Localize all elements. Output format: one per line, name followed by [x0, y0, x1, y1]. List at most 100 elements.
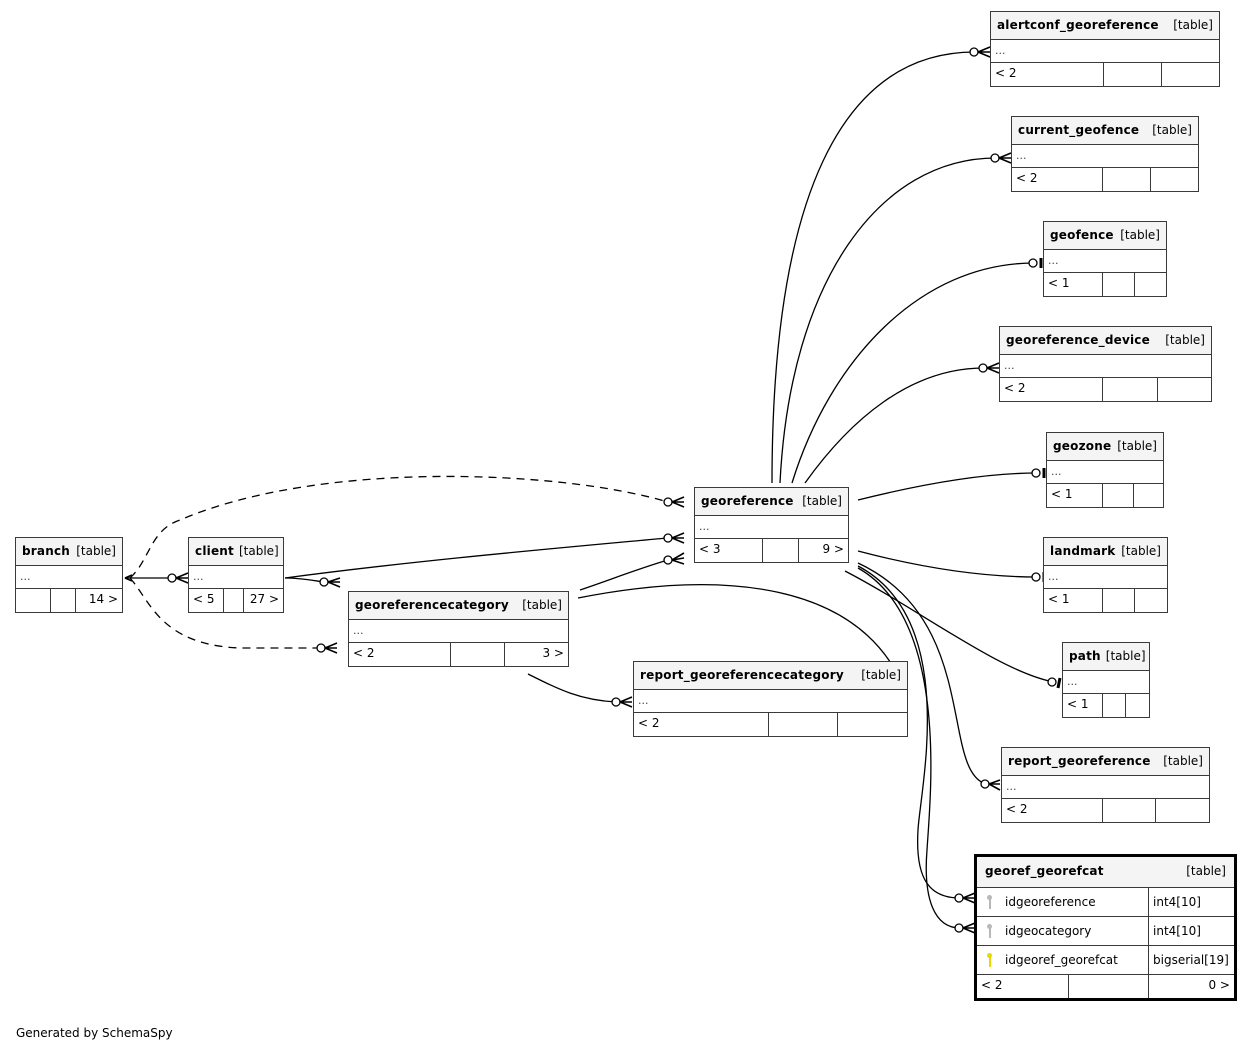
foreign-key-icon — [985, 894, 995, 910]
column-row[interactable]: idgeoref_georefcat bigserial[19] — [977, 946, 1234, 975]
zero-marker — [167, 573, 177, 583]
table-header: geofence[table] — [1044, 222, 1166, 250]
zero-marker — [1031, 572, 1041, 582]
table-name[interactable]: landmark — [1050, 544, 1116, 558]
parents-count[interactable]: < 3 — [695, 539, 763, 562]
table-landmark[interactable]: landmark[table] ... < 1 — [1043, 537, 1168, 613]
parents-count[interactable]: < 2 — [1012, 168, 1103, 191]
footer-mid — [1103, 484, 1134, 507]
column-name: idgeoreference — [1005, 895, 1096, 909]
table-name[interactable]: georef_georefcat — [985, 864, 1104, 878]
children-count[interactable]: 27 > — [249, 592, 279, 606]
parents-count[interactable] — [16, 589, 51, 612]
children-count[interactable]: 9 > — [822, 542, 844, 556]
parents-count[interactable]: < 2 — [1000, 378, 1103, 401]
edge-georeference-alertconf_georeference — [771, 51, 976, 484]
children-count[interactable]: 3 > — [542, 646, 564, 660]
table-report_georeference[interactable]: report_georeference[table] ... < 2 — [1001, 747, 1210, 823]
parents-count[interactable]: < 5 — [189, 589, 224, 612]
many-marker — [671, 552, 685, 565]
table-georeference_device[interactable]: georeference_device[table] ... < 2 — [999, 326, 1212, 402]
table-georef_georefcat[interactable]: georef_georefcat[table] idgeoreference i… — [974, 854, 1237, 1001]
table-name[interactable]: client — [195, 544, 234, 558]
children-count[interactable] — [1135, 589, 1167, 612]
children-count[interactable] — [838, 713, 907, 736]
arrow-marker — [124, 574, 133, 582]
table-type: [table] — [1117, 439, 1157, 453]
table-name[interactable]: branch — [22, 544, 71, 558]
parents-count[interactable]: < 2 — [634, 713, 769, 736]
children-count[interactable] — [1135, 273, 1166, 296]
table-type: [table] — [1173, 18, 1213, 32]
zero-marker — [954, 893, 964, 903]
table-footer: 14 > — [16, 589, 122, 612]
parents-count[interactable]: < 2 — [349, 643, 451, 666]
table-current_geofence[interactable]: current_geofence[table] ... < 2 — [1011, 116, 1199, 192]
edge-client-georeference — [284, 537, 668, 579]
edge-georeference-geozone — [857, 472, 1038, 501]
parents-count[interactable]: < 2 — [1002, 799, 1103, 822]
edge-georeferencecategory-georef-1 — [577, 584, 906, 691]
table-name[interactable]: geofence — [1050, 228, 1114, 242]
many-marker — [327, 577, 341, 588]
parents-count[interactable]: < 1 — [1047, 484, 1103, 507]
footer-mid — [224, 589, 244, 612]
children-count[interactable] — [1151, 168, 1198, 191]
parents-count[interactable]: < 2 — [991, 63, 1104, 86]
table-footer: < 2 0 > — [977, 975, 1234, 998]
zero-marker — [316, 643, 326, 653]
columns-placeholder: ... — [189, 566, 283, 589]
table-header: path[table] — [1063, 643, 1149, 671]
table-name[interactable]: alertconf_georeference — [997, 18, 1159, 32]
table-type: [table] — [802, 494, 842, 508]
children-count[interactable] — [1158, 378, 1211, 401]
column-row[interactable]: idgeocategory int4[10] — [977, 917, 1234, 946]
zero-marker — [319, 577, 329, 587]
column-name: idgeocategory — [1005, 924, 1092, 938]
table-name[interactable]: georeferencecategory — [355, 598, 509, 612]
zero-marker — [1031, 468, 1041, 478]
table-geofence[interactable]: geofence[table] ... < 1 — [1043, 221, 1167, 297]
footer-mid — [1103, 273, 1135, 296]
table-branch[interactable]: branch[table] ... 14 > — [15, 537, 123, 613]
children-count[interactable] — [1156, 799, 1209, 822]
table-name[interactable]: report_georeferencecategory — [640, 668, 844, 682]
table-geozone[interactable]: geozone[table] ... < 1 — [1046, 432, 1164, 508]
parents-count[interactable]: < 1 — [1044, 589, 1103, 612]
columns-placeholder: ... — [1012, 145, 1198, 168]
table-type: [table] — [1165, 333, 1205, 347]
table-header: alertconf_georeference [table] — [991, 12, 1219, 40]
children-count[interactable] — [1134, 484, 1163, 507]
children-count[interactable] — [1162, 63, 1219, 86]
table-name[interactable]: report_georeference — [1008, 754, 1151, 768]
edge-georeference-report_georeference — [857, 562, 987, 785]
table-name[interactable]: geozone — [1053, 439, 1112, 453]
table-path[interactable]: path[table] ... < 1 — [1062, 642, 1150, 718]
parents-count[interactable]: < 2 — [977, 975, 1069, 998]
column-name: idgeoref_georefcat — [1005, 953, 1118, 967]
table-header: report_georeference [table] — [1002, 748, 1209, 776]
many-marker — [671, 496, 685, 508]
table-alertconf_georeference[interactable]: alertconf_georeference[table] ... < 2 — [990, 11, 1220, 87]
table-footer: < 2 — [991, 63, 1219, 86]
parents-count[interactable]: < 1 — [1044, 273, 1103, 296]
table-name[interactable]: current_geofence — [1018, 123, 1140, 137]
parents-count[interactable]: < 1 — [1063, 694, 1103, 717]
footer-mid — [1103, 378, 1158, 401]
children-count[interactable] — [1126, 694, 1149, 717]
column-row[interactable]: idgeoreference int4[10] — [977, 888, 1234, 917]
children-count[interactable]: 0 > — [1208, 978, 1230, 992]
table-type: [table] — [1163, 754, 1203, 768]
footer-mid — [769, 713, 838, 736]
children-count[interactable]: 14 > — [88, 592, 118, 606]
edge-georeference-current_geofence — [779, 157, 997, 484]
table-report_georeferencecategory[interactable]: report_georeferencecategory[table] ... <… — [633, 661, 908, 737]
table-name[interactable]: path — [1069, 649, 1101, 663]
zero-marker — [990, 153, 1000, 163]
table-name[interactable]: georeference_device — [1006, 333, 1150, 347]
table-name[interactable]: georeference — [701, 494, 794, 508]
many-marker — [962, 922, 976, 934]
